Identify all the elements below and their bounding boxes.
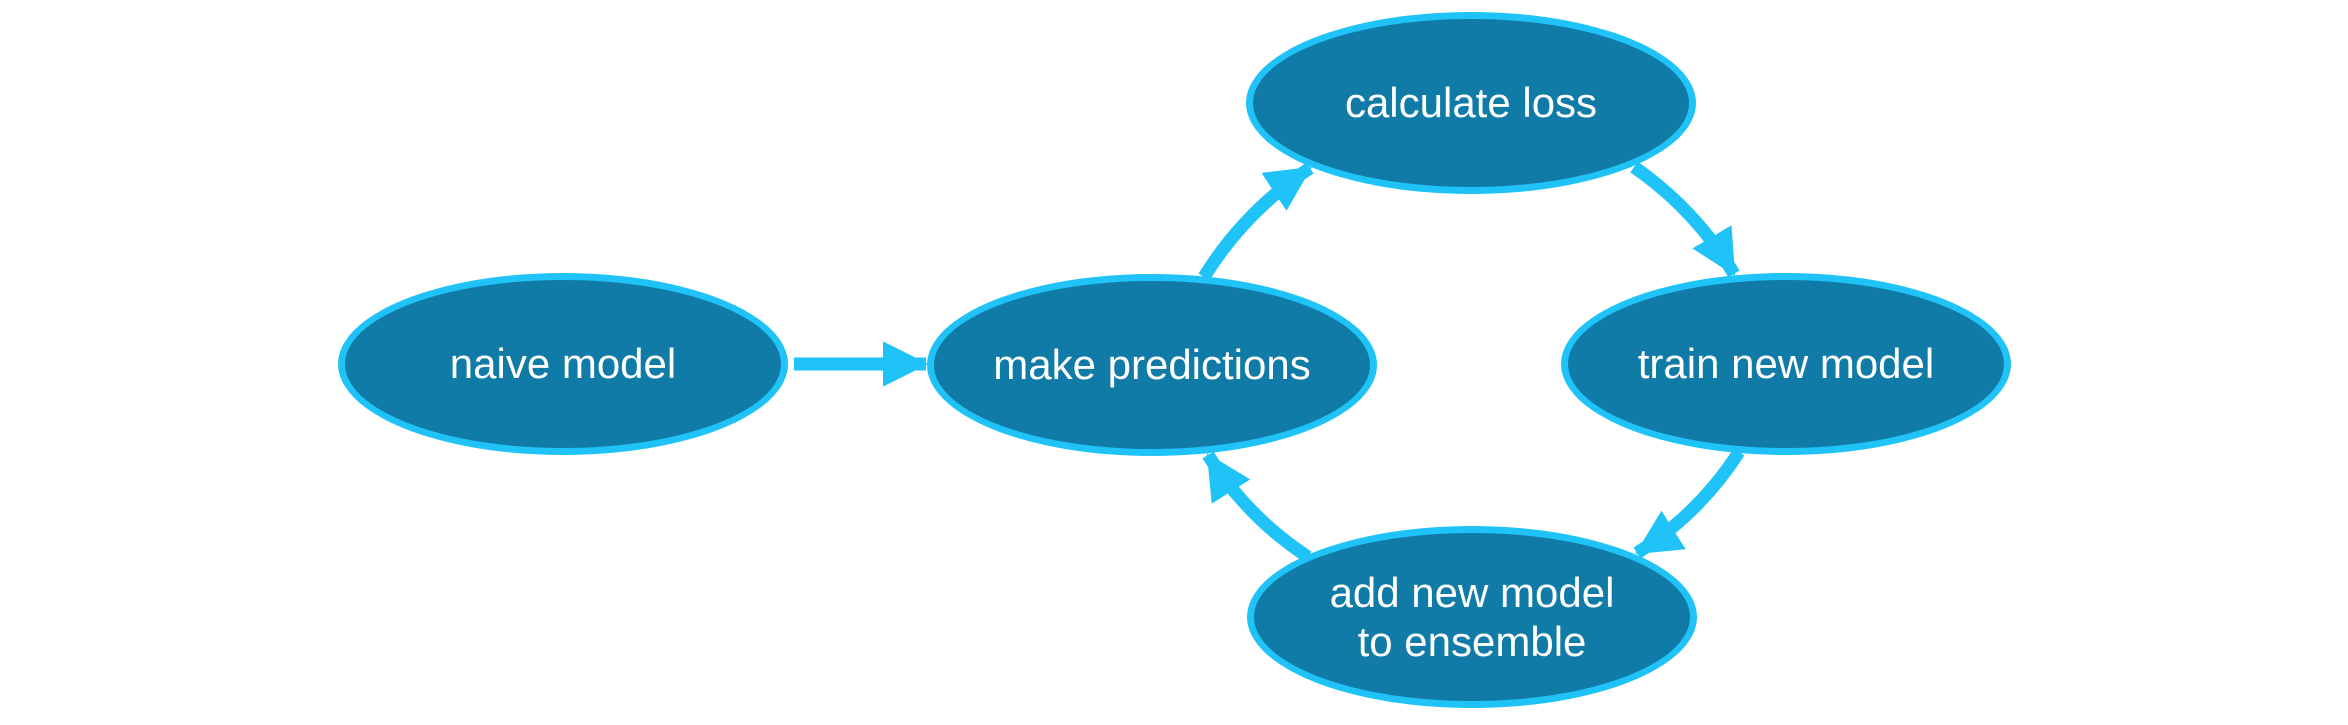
node-add-new-model-to-ensemble: add new model to ensemble xyxy=(1247,526,1697,708)
node-calculate-loss: calculate loss xyxy=(1246,12,1696,194)
node-make-predictions: make predictions xyxy=(927,274,1377,456)
node-label-line-2: to ensemble xyxy=(1357,618,1587,665)
node-label: naive model xyxy=(449,340,677,388)
edge-train-new-model-to-add-new-model xyxy=(1633,448,1745,559)
node-label: train new model xyxy=(1637,340,1935,388)
node-naive-model: naive model xyxy=(338,273,788,455)
node-train-new-model: train new model xyxy=(1561,273,2011,455)
edge-calculate-loss-to-train-new-model xyxy=(1630,161,1740,278)
edge-make-predictions-to-calculate-loss xyxy=(1198,162,1314,281)
node-label-line-1: add new model xyxy=(1329,568,1615,616)
node-label: calculate loss xyxy=(1344,79,1598,127)
node-label: make predictions xyxy=(993,341,1311,389)
edge-add-new-model-to-make-predictions xyxy=(1202,451,1312,563)
